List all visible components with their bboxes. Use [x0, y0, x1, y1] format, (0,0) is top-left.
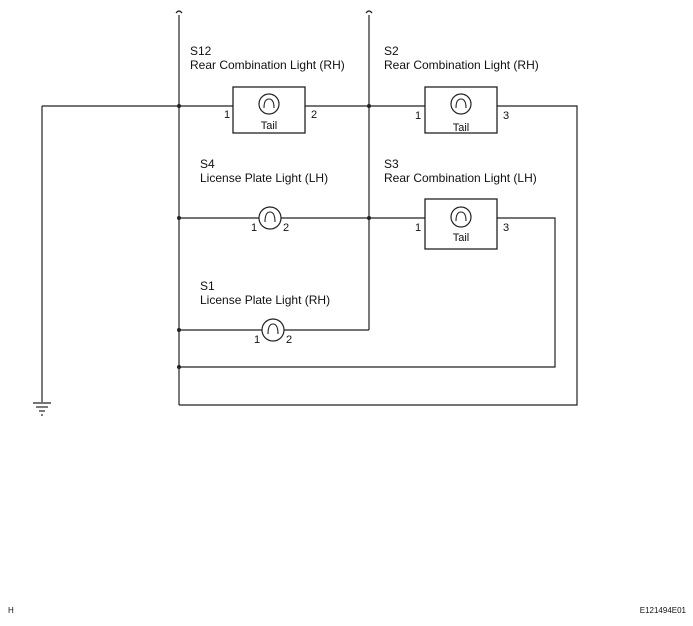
s3-pin-right: 3 [503, 222, 509, 234]
s2-pin-left: 1 [415, 110, 421, 122]
junction-dot [177, 104, 181, 108]
junction-dot [177, 328, 181, 332]
wire-break-icon [175, 10, 183, 14]
junction-dot [177, 365, 181, 369]
s1-code: S1 [200, 279, 215, 293]
s1-pin-left: 1 [254, 334, 260, 346]
junction-dot [177, 216, 181, 220]
s2-pin-right: 3 [503, 110, 509, 122]
s2-bulb-label: Tail [453, 122, 470, 134]
s1-pin-right: 2 [286, 334, 292, 346]
bulb-icon [258, 93, 280, 115]
bulb-icon [450, 93, 472, 115]
wire-s3-return [179, 217, 556, 368]
s2-code: S2 [384, 44, 399, 58]
s3-name: Rear Combination Light (LH) [384, 171, 537, 185]
s4-pin-left: 1 [251, 222, 257, 234]
s12-pin-left: 1 [224, 109, 230, 121]
s2-name: Rear Combination Light (RH) [384, 58, 539, 72]
junction-dot [367, 104, 371, 108]
footer-right: E121494E01 [640, 606, 687, 615]
s12-code: S12 [190, 44, 212, 58]
junction-dot [367, 216, 371, 220]
wire-break-icon [365, 10, 373, 14]
wire-s2-return [179, 105, 578, 406]
bulb-icon [258, 206, 282, 230]
s3-bulb-label: Tail [453, 232, 470, 244]
s3-code: S3 [384, 157, 399, 171]
s3-pin-left: 1 [415, 222, 421, 234]
s12-name: Rear Combination Light (RH) [190, 58, 345, 72]
s4-name: License Plate Light (LH) [200, 171, 328, 185]
s12-pin-right: 2 [311, 109, 317, 121]
s4-pin-right: 2 [283, 222, 289, 234]
s12-bulb-label: Tail [261, 120, 278, 132]
ground-symbol-icon [33, 402, 51, 416]
bulb-icon [261, 318, 285, 342]
s4-code: S4 [200, 157, 215, 171]
s1-name: License Plate Light (RH) [200, 293, 330, 307]
bulb-icon [450, 206, 472, 228]
footer-left: H [8, 606, 14, 615]
